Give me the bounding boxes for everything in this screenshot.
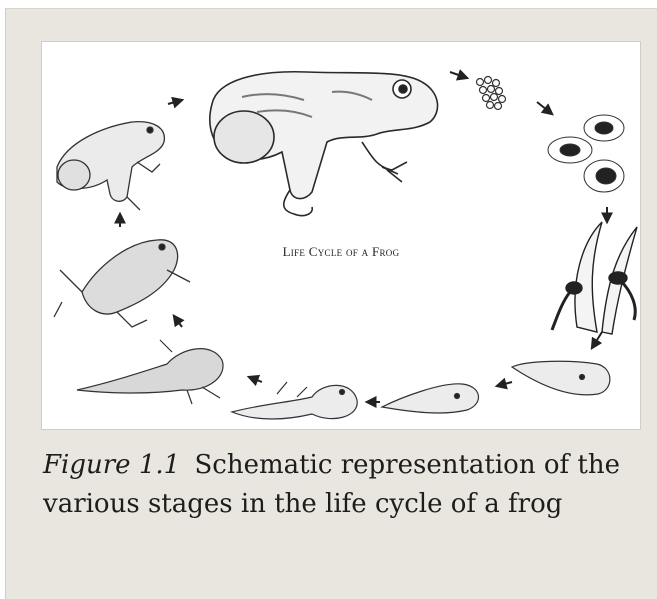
adult-frog-drawing — [210, 72, 438, 216]
frog-life-cycle-illustration: Life Cycle of a Frog — [41, 41, 641, 430]
froglet-with-tail-drawing — [77, 340, 223, 404]
figure-label: Figure 1.1 — [43, 450, 180, 480]
figure-box: Life Cycle of a Frog Figure 1.1 Schemati… — [5, 8, 657, 599]
illustration-title: Life Cycle of a Frog — [42, 244, 640, 260]
tadpole-stages-drawing — [232, 361, 610, 419]
figure-caption: Figure 1.1 Schematic representation of t… — [43, 446, 623, 524]
small-adult-frog-drawing — [57, 122, 164, 210]
life-cycle-drawing — [42, 42, 642, 431]
frog-embryos-drawing — [548, 115, 624, 192]
illustration-title-text: Life Cycle of a Frog — [283, 244, 400, 259]
frog-eggs-drawing — [477, 77, 506, 110]
hatchling-tadpoles-on-plant-drawing — [552, 222, 637, 334]
